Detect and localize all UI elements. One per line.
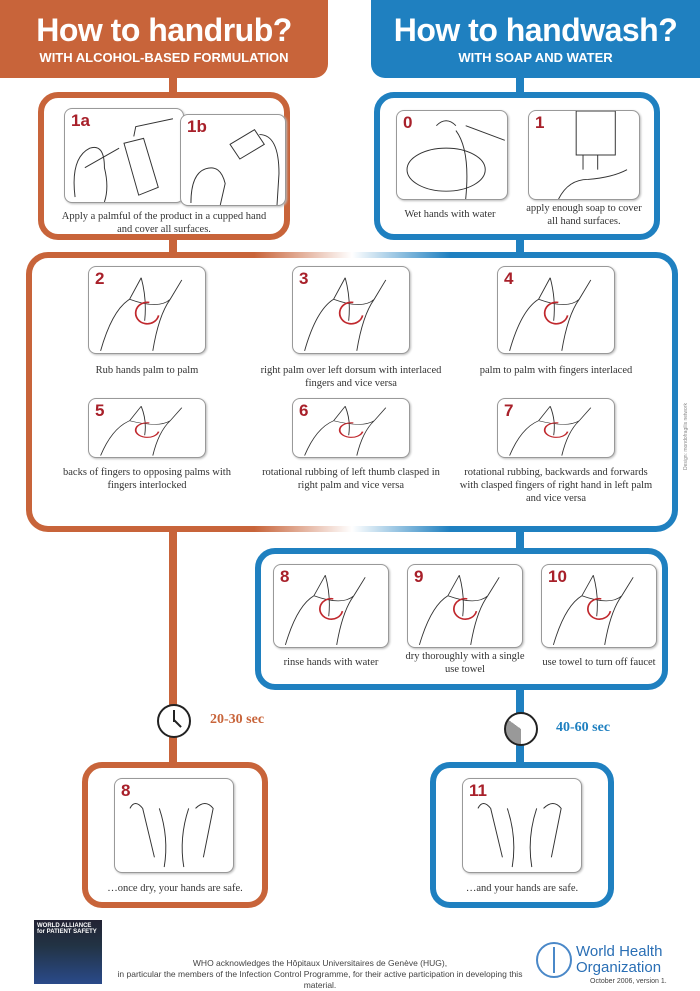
step-number: 7: [504, 401, 514, 420]
hands-sketch: [509, 406, 592, 456]
handrub-subtitle: WITH ALCOHOL-BASED FORMULATION: [39, 50, 289, 65]
hands-sketch: [304, 406, 387, 456]
step-2-illustration: 2: [88, 266, 206, 354]
design-credit: Design: mondofragilis network: [683, 403, 689, 470]
who-logo-text: World Health Organization: [576, 944, 662, 976]
step-caption: use towel to turn off faucet: [542, 657, 656, 668]
step-9-illustration: 9: [407, 564, 523, 648]
ack-line: in particular the members of the Infecti…: [117, 969, 523, 990]
hands-sketch: [100, 406, 183, 456]
step-0-illustration: 0: [396, 110, 508, 200]
step-caption: rotational rubbing, backwards and forwar…: [459, 467, 653, 504]
handrub-final-box: 8 …once dry, your hands are safe.: [82, 762, 268, 908]
handwash-header: How to handwash? WITH SOAP AND WATER: [371, 0, 700, 78]
handwash-connector: [516, 236, 524, 256]
step-caption: apply enough soap to cover all hand surf…: [526, 203, 642, 227]
step-number: 1b: [187, 117, 207, 136]
handrub-header: How to handrub? WITH ALCOHOL-BASED FORMU…: [0, 0, 328, 78]
who-line: World Health: [576, 943, 663, 960]
step-6-illustration: 6: [292, 398, 410, 458]
step-number: 1: [535, 113, 545, 132]
step-caption: rinse hands with water: [283, 657, 379, 668]
step-10-illustration: 10: [541, 564, 657, 648]
hands-sketch: [418, 575, 500, 646]
handrub-connector: [169, 236, 177, 256]
world-alliance-patient-safety-logo: WORLD ALLIANCE for PATIENT SAFETY: [34, 920, 102, 984]
step-number: 0: [403, 113, 413, 132]
wash-steps-box: 8 rinse hands with water 9 dry thoroughly w…: [255, 548, 668, 690]
who-emblem-icon: [536, 942, 572, 978]
handwash-step0-1-box: 0 1 Wet hands with water apply enough so…: [374, 92, 660, 240]
version: October 2006, version 1.: [590, 978, 667, 985]
handrub-duration: 20-30 sec: [210, 712, 265, 727]
hands-sketch: [100, 277, 183, 351]
step-number: 5: [95, 401, 105, 420]
step-number: 8: [121, 781, 131, 800]
step-number: 3: [299, 269, 309, 288]
step-5-illustration: 5: [88, 398, 206, 458]
step-number: 11: [469, 781, 487, 800]
step-caption: …once dry, your hands are safe.: [107, 883, 243, 894]
hands-sketch: [509, 277, 592, 351]
step-caption: …and your hands are safe.: [465, 883, 579, 894]
step-number: 4: [504, 269, 514, 288]
step-1a-illustration: 1a: [64, 108, 184, 203]
handwash-subtitle: WITH SOAP AND WATER: [458, 50, 613, 65]
ack-line: WHO acknowledges the Hôpitaux Universita…: [192, 958, 448, 968]
step-caption: dry thoroughly with a single use towel: [405, 651, 525, 675]
hands-sketch: [284, 575, 366, 646]
hands-sketch: [552, 575, 634, 646]
step-caption: rotational rubbing of left thumb clasped…: [262, 467, 440, 491]
step-8-illustration: 8: [273, 564, 389, 648]
handwash-final-box: 11 …and your hands are safe.: [430, 762, 614, 908]
step-number: 8: [280, 567, 290, 586]
step-number: 2: [95, 269, 105, 288]
safe-hands-illustration: 8: [114, 778, 234, 873]
handrub-connector: [169, 76, 177, 96]
step-number: 9: [414, 567, 424, 586]
logo-text: WORLD ALLIANCE for PATIENT SAFETY: [37, 923, 97, 935]
handrub-step1-box: 1a 1b Apply a palmful of the product in …: [38, 92, 290, 240]
step-number: 6: [299, 401, 309, 420]
handrub-connector: [169, 528, 177, 764]
handwash-title: How to handwash?: [393, 12, 678, 48]
step-number: 10: [548, 567, 567, 586]
who-line: Organization: [576, 959, 662, 976]
clock-icon: [157, 704, 191, 738]
handwash-connector: [516, 528, 524, 552]
step-1b-illustration: 1b: [180, 114, 286, 206]
step-caption: Wet hands with water: [404, 209, 496, 220]
step-3-illustration: 3: [292, 266, 410, 354]
safe-hands-illustration: 11: [462, 778, 582, 873]
step-caption: palm to palm with fingers interlaced: [479, 365, 633, 376]
step-caption: Apply a palmful of the product in a cupp…: [61, 211, 267, 235]
step-number: 1a: [71, 111, 90, 130]
acknowledgement: WHO acknowledges the Hôpitaux Universita…: [110, 958, 530, 991]
step-caption: Rub hands palm to palm: [95, 365, 199, 376]
step-4-illustration: 4: [497, 266, 615, 354]
step-7-illustration: 7: [497, 398, 615, 458]
clock-icon: [504, 712, 538, 746]
handwash-duration: 40-60 sec: [556, 720, 611, 735]
handwash-connector: [516, 76, 524, 96]
hands-sketch: [304, 277, 387, 351]
step-caption: right palm over left dorsum with interla…: [260, 365, 442, 389]
step-caption: backs of fingers to opposing palms with …: [63, 467, 231, 491]
handrub-title: How to handrub?: [36, 12, 292, 48]
step-1-illustration: 1: [528, 110, 640, 200]
